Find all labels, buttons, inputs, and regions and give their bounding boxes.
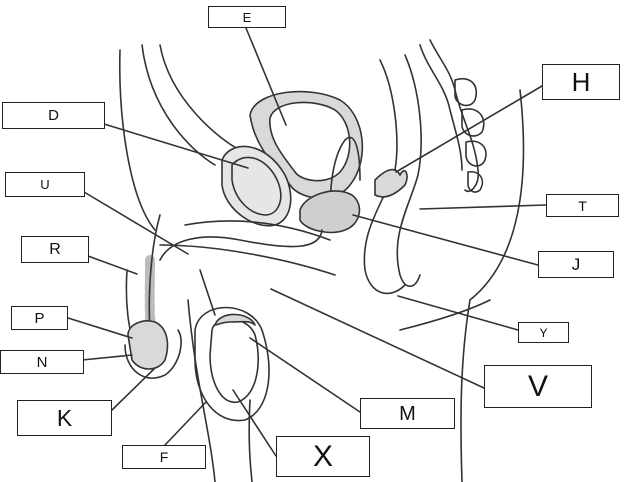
label-m: M	[360, 398, 455, 429]
peritoneum-line	[159, 44, 241, 151]
corpus-cavernosum	[148, 214, 161, 331]
leader-line-r	[87, 255, 138, 275]
label-p: P	[11, 306, 68, 330]
leader-line-k	[111, 367, 156, 411]
leader-line-p	[67, 317, 133, 339]
spine-vertebra-4	[467, 170, 484, 193]
pubic-bone	[221, 145, 292, 227]
leader-line-j	[352, 214, 539, 266]
label-j: J	[538, 251, 614, 278]
leader-line-e	[245, 27, 287, 126]
label-r: R	[21, 236, 89, 263]
prostate	[299, 190, 361, 234]
foreskin	[124, 329, 182, 379]
lower-back-curve	[399, 299, 491, 331]
thigh-outline-front	[187, 299, 216, 482]
label-x: X	[276, 436, 370, 477]
rectum-outline-inner	[396, 54, 422, 288]
label-k: K	[17, 400, 112, 436]
sacrum-outline	[429, 39, 480, 192]
penis-shaft-upper	[184, 220, 331, 241]
back-outline	[469, 89, 525, 301]
leader-line-u	[83, 191, 189, 255]
glans	[127, 320, 169, 370]
abdominal-wall-outline	[118, 49, 156, 231]
sacrum-inner	[419, 44, 463, 171]
rectum-outline	[363, 59, 406, 295]
epididymis	[214, 313, 256, 326]
leader-line-n	[81, 354, 133, 361]
leader-line-d	[103, 123, 249, 169]
label-d: D	[2, 102, 105, 129]
label-n: N	[0, 350, 84, 374]
inner-abdomen-line	[141, 44, 216, 166]
label-f: F	[122, 445, 206, 469]
label-u: U	[5, 172, 85, 197]
spine-vertebra-1	[454, 78, 477, 107]
leader-line-m	[249, 337, 361, 413]
scrotum	[194, 306, 270, 422]
spine-vertebra-3	[465, 140, 487, 167]
label-y: Y	[518, 322, 569, 343]
leader-line-x	[232, 389, 277, 457]
leader-line-f	[164, 401, 207, 446]
label-v: V	[484, 365, 592, 408]
leader-line-y	[397, 295, 519, 331]
leader-line-t	[419, 204, 547, 210]
testis	[209, 318, 259, 403]
thigh-outline-back	[248, 399, 253, 482]
label-h: H	[542, 64, 620, 100]
buttock-outline	[460, 299, 471, 482]
penis-shaft-lower	[159, 244, 336, 276]
leader-line-h	[395, 85, 543, 173]
leader-line-v	[270, 288, 485, 389]
seminal-vesicle	[374, 168, 408, 198]
bladder-inner	[269, 101, 351, 182]
label-t: T	[546, 194, 619, 217]
label-e: E	[208, 6, 286, 28]
spermatic-cord	[199, 269, 216, 316]
spine-vertebra-2	[461, 108, 485, 137]
pubic-bone-texture	[231, 156, 282, 216]
